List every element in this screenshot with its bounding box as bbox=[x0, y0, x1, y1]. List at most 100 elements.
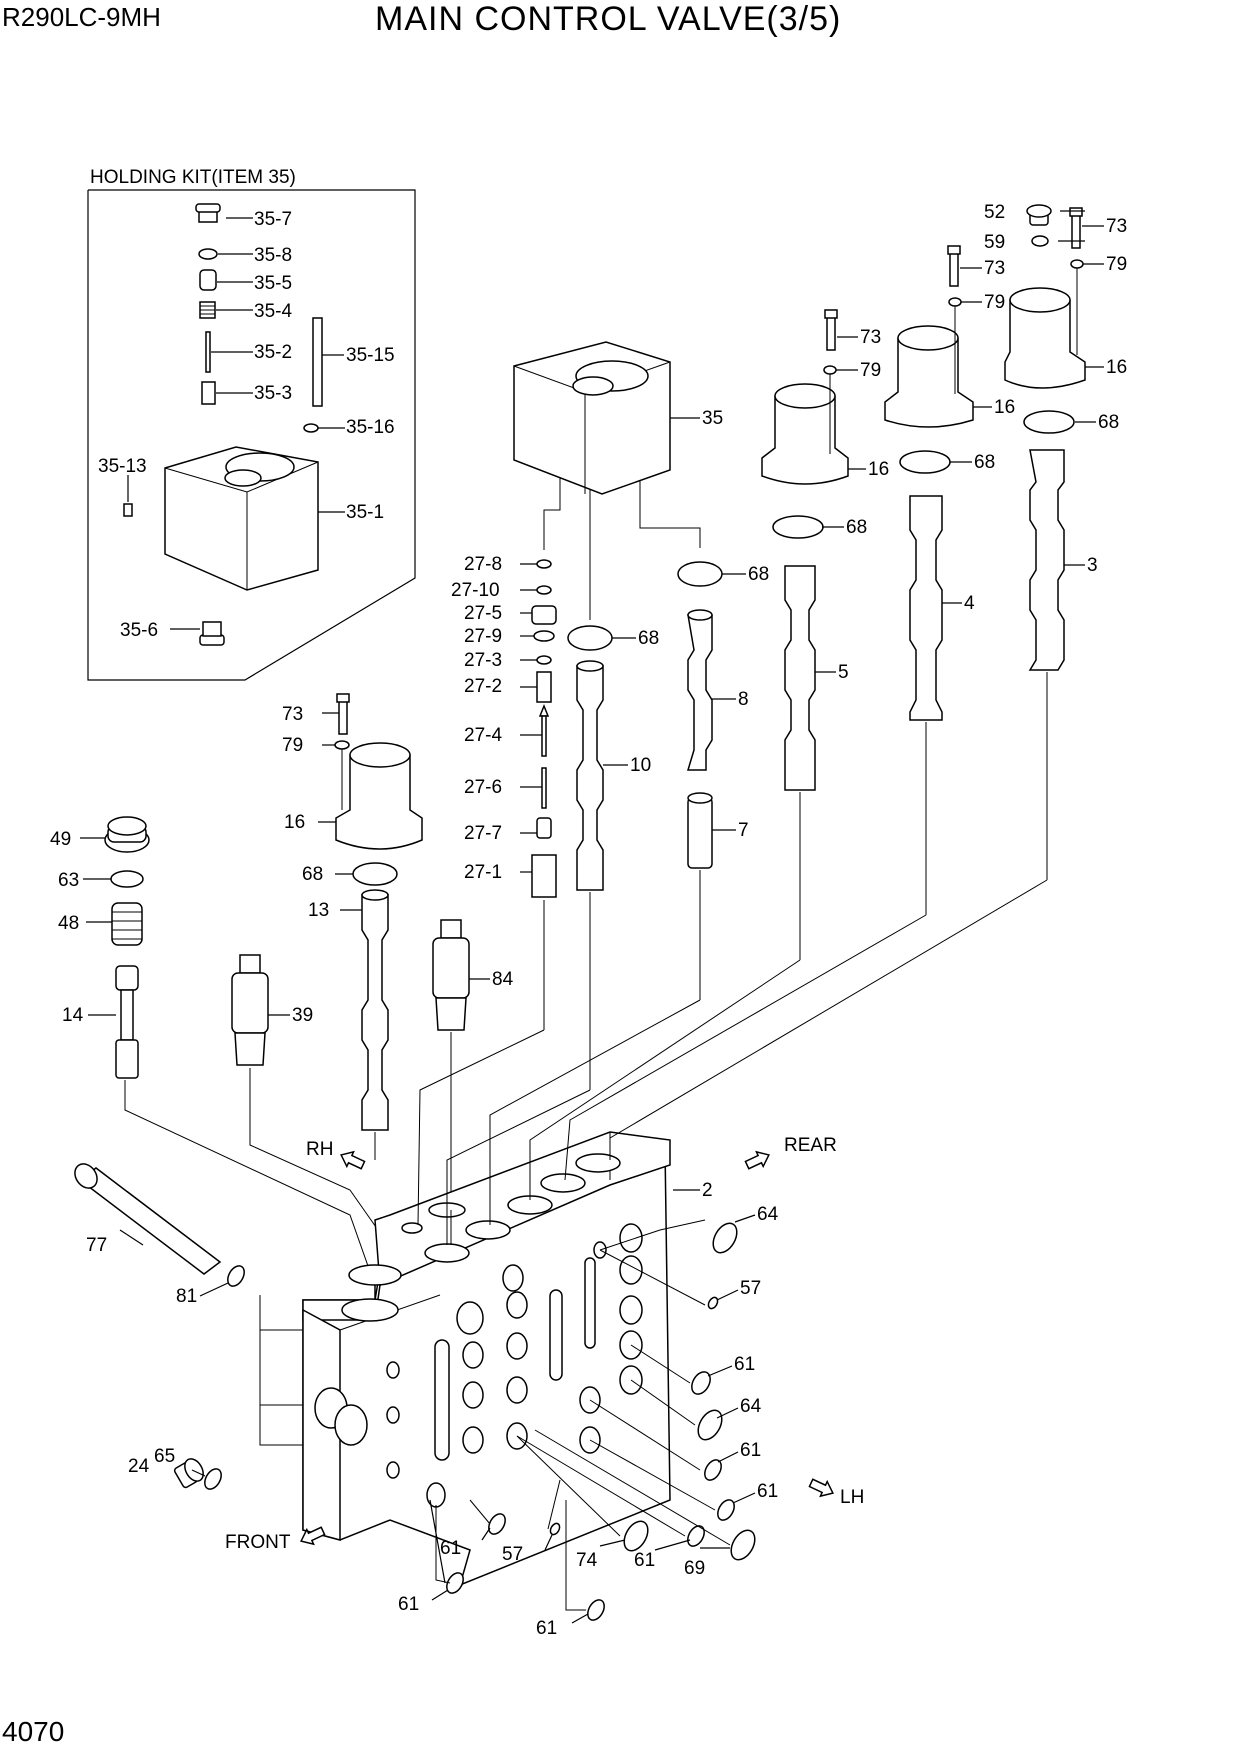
label-24: 24 bbox=[128, 1456, 150, 1477]
oring-63 bbox=[110, 870, 144, 888]
label-35-1: 35-1 bbox=[346, 502, 384, 523]
page-number: 4070 bbox=[2, 1716, 65, 1747]
label-27-3: 27-3 bbox=[464, 650, 502, 671]
kit-screw-35-13 bbox=[123, 503, 133, 517]
label-16-b: 16 bbox=[994, 397, 1015, 418]
label-27-1: 27-1 bbox=[464, 862, 502, 883]
cap-assembly-right-low bbox=[761, 309, 849, 960]
relief-valve-39 bbox=[231, 954, 379, 1231]
kit-bolt-35-15 bbox=[312, 317, 323, 407]
label-49: 49 bbox=[50, 829, 71, 850]
label-57-a: 57 bbox=[740, 1278, 761, 1299]
cap-assembly-right-mid bbox=[884, 245, 974, 915]
label-61-g: 61 bbox=[536, 1618, 557, 1639]
label-65: 65 bbox=[154, 1446, 175, 1467]
holding-kit-group: HOLDING KIT(ITEM 35) bbox=[87, 167, 416, 681]
label-73-b: 73 bbox=[984, 258, 1005, 279]
label-84: 84 bbox=[492, 969, 514, 990]
label-13: 13 bbox=[308, 900, 329, 921]
label-27-7: 27-7 bbox=[464, 823, 502, 844]
label-81: 81 bbox=[176, 1286, 197, 1307]
label-27-2: 27-2 bbox=[464, 676, 502, 697]
oring-68-a bbox=[677, 561, 723, 587]
plug-49 bbox=[104, 816, 150, 853]
label-68-d: 68 bbox=[748, 564, 769, 585]
label-68-c: 68 bbox=[846, 517, 867, 538]
label-27-4: 27-4 bbox=[464, 725, 502, 746]
label-52: 52 bbox=[984, 202, 1005, 223]
label-14: 14 bbox=[62, 1005, 84, 1026]
label-8: 8 bbox=[738, 689, 749, 710]
label-68-f: 68 bbox=[302, 864, 323, 885]
label-61-a: 61 bbox=[734, 1354, 755, 1375]
kit-plug-35-6 bbox=[199, 621, 225, 646]
label-7: 7 bbox=[738, 820, 749, 841]
label-79-a: 79 bbox=[1106, 254, 1127, 275]
direction-lh: LH bbox=[808, 1478, 864, 1508]
spool-7 bbox=[687, 792, 713, 1000]
holding-block-35: 35 bbox=[513, 341, 723, 620]
direction-front-label: FRONT bbox=[225, 1532, 291, 1553]
label-35-6: 35-6 bbox=[120, 620, 158, 641]
bolt-77 bbox=[74, 1163, 222, 1275]
direction-rh: RH bbox=[306, 1139, 366, 1170]
label-16-d: 16 bbox=[284, 812, 305, 833]
model-code: R290LC-9MH bbox=[2, 2, 161, 32]
direction-rh-label: RH bbox=[306, 1139, 333, 1160]
label-27-10: 27-10 bbox=[451, 580, 500, 601]
label-35-4: 35-4 bbox=[254, 301, 292, 322]
direction-rear: REAR bbox=[744, 1135, 837, 1170]
body-seals bbox=[204, 1222, 756, 1621]
label-61-e: 61 bbox=[634, 1550, 655, 1571]
spool-8 bbox=[686, 609, 713, 771]
cap-assembly-left bbox=[334, 693, 423, 1160]
label-27-9: 27-9 bbox=[464, 626, 502, 647]
kit-spring-35-4 bbox=[199, 301, 216, 319]
kit-pin-35-2 bbox=[205, 331, 211, 373]
label-16-c: 16 bbox=[868, 459, 889, 480]
page-title: MAIN CONTROL VALVE(3/5) bbox=[375, 0, 842, 38]
label-68-e: 68 bbox=[638, 628, 659, 649]
direction-lh-label: LH bbox=[840, 1487, 864, 1508]
holding-kit-title: HOLDING KIT(ITEM 35) bbox=[90, 167, 296, 188]
oring-68-b bbox=[567, 625, 613, 651]
valve-body-2 bbox=[259, 1131, 671, 1587]
relief-valve-84 bbox=[432, 919, 470, 1210]
label-61-d: 61 bbox=[440, 1538, 461, 1559]
label-79-b: 79 bbox=[984, 292, 1005, 313]
kit-plug-35-7 bbox=[195, 203, 221, 223]
label-35-3: 35-3 bbox=[254, 383, 292, 404]
label-68-b: 68 bbox=[974, 452, 995, 473]
kit-washer-35-16 bbox=[303, 423, 319, 433]
label-27-6: 27-6 bbox=[464, 777, 502, 798]
label-35-13: 35-13 bbox=[98, 456, 147, 477]
label-27-5: 27-5 bbox=[464, 603, 502, 624]
label-35-7: 35-7 bbox=[254, 209, 292, 230]
label-77: 77 bbox=[86, 1235, 107, 1256]
label-64-a: 64 bbox=[757, 1204, 779, 1225]
label-68-a: 68 bbox=[1098, 412, 1119, 433]
label-63: 63 bbox=[58, 870, 79, 891]
label-73-c: 73 bbox=[860, 327, 881, 348]
label-73-d: 73 bbox=[282, 704, 303, 725]
label-74: 74 bbox=[576, 1550, 598, 1571]
kit-poppet-35-3 bbox=[201, 381, 216, 405]
label-4: 4 bbox=[964, 593, 975, 614]
kit-piston-35-5 bbox=[199, 269, 217, 291]
cap-assembly-right-top bbox=[1004, 204, 1086, 880]
label-73-a: 73 bbox=[1106, 216, 1127, 237]
direction-rear-label: REAR bbox=[784, 1135, 837, 1156]
label-61-f: 61 bbox=[398, 1594, 419, 1615]
spring-48 bbox=[111, 902, 143, 946]
label-64-b: 64 bbox=[740, 1396, 762, 1417]
label-48: 48 bbox=[58, 913, 79, 934]
label-5: 5 bbox=[838, 662, 849, 683]
label-2: 2 bbox=[702, 1180, 713, 1201]
label-79-d: 79 bbox=[282, 735, 303, 756]
label-61-c: 61 bbox=[757, 1481, 778, 1502]
label-35-5: 35-5 bbox=[254, 273, 292, 294]
label-10: 10 bbox=[630, 755, 651, 776]
direction-front: FRONT bbox=[225, 1526, 326, 1553]
part-stack-27 bbox=[531, 559, 557, 1030]
